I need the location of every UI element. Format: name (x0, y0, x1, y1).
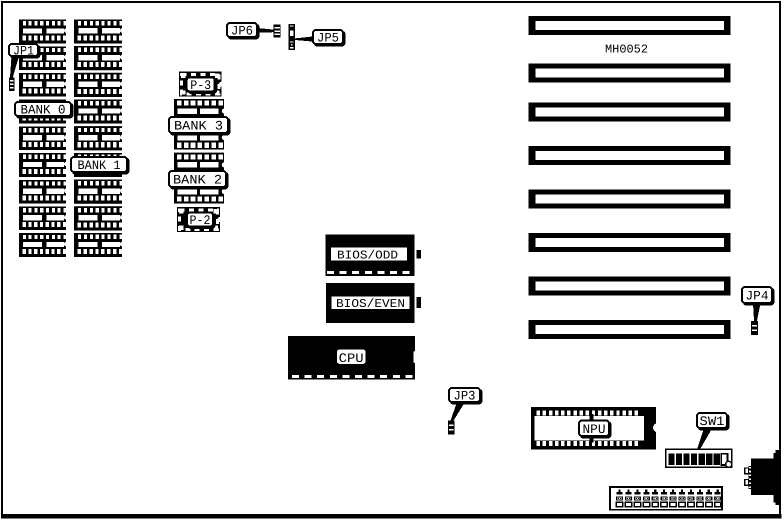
svg-text:SW1: SW1 (700, 414, 725, 429)
svg-text:JP5: JP5 (317, 31, 339, 46)
svg-text:P-3: P-3 (190, 78, 211, 93)
svg-text:BANK 0: BANK 0 (21, 103, 66, 118)
svg-text:JP1: JP1 (13, 44, 34, 59)
svg-text:JP6: JP6 (231, 24, 253, 39)
svg-text:BANK 2: BANK 2 (173, 173, 222, 188)
svg-text:JP3: JP3 (454, 389, 476, 404)
svg-text:BIOS/ODD: BIOS/ODD (337, 249, 398, 263)
svg-text:MH0052: MH0052 (605, 42, 648, 56)
svg-text:CPU: CPU (339, 351, 364, 366)
svg-text:BANK 1: BANK 1 (78, 158, 121, 173)
svg-text:P-2: P-2 (190, 213, 211, 228)
svg-text:NPU: NPU (583, 422, 606, 437)
svg-text:BANK 3: BANK 3 (174, 119, 223, 134)
svg-text:BIOS/EVEN: BIOS/EVEN (336, 297, 405, 311)
svg-text:JP4: JP4 (746, 289, 769, 304)
